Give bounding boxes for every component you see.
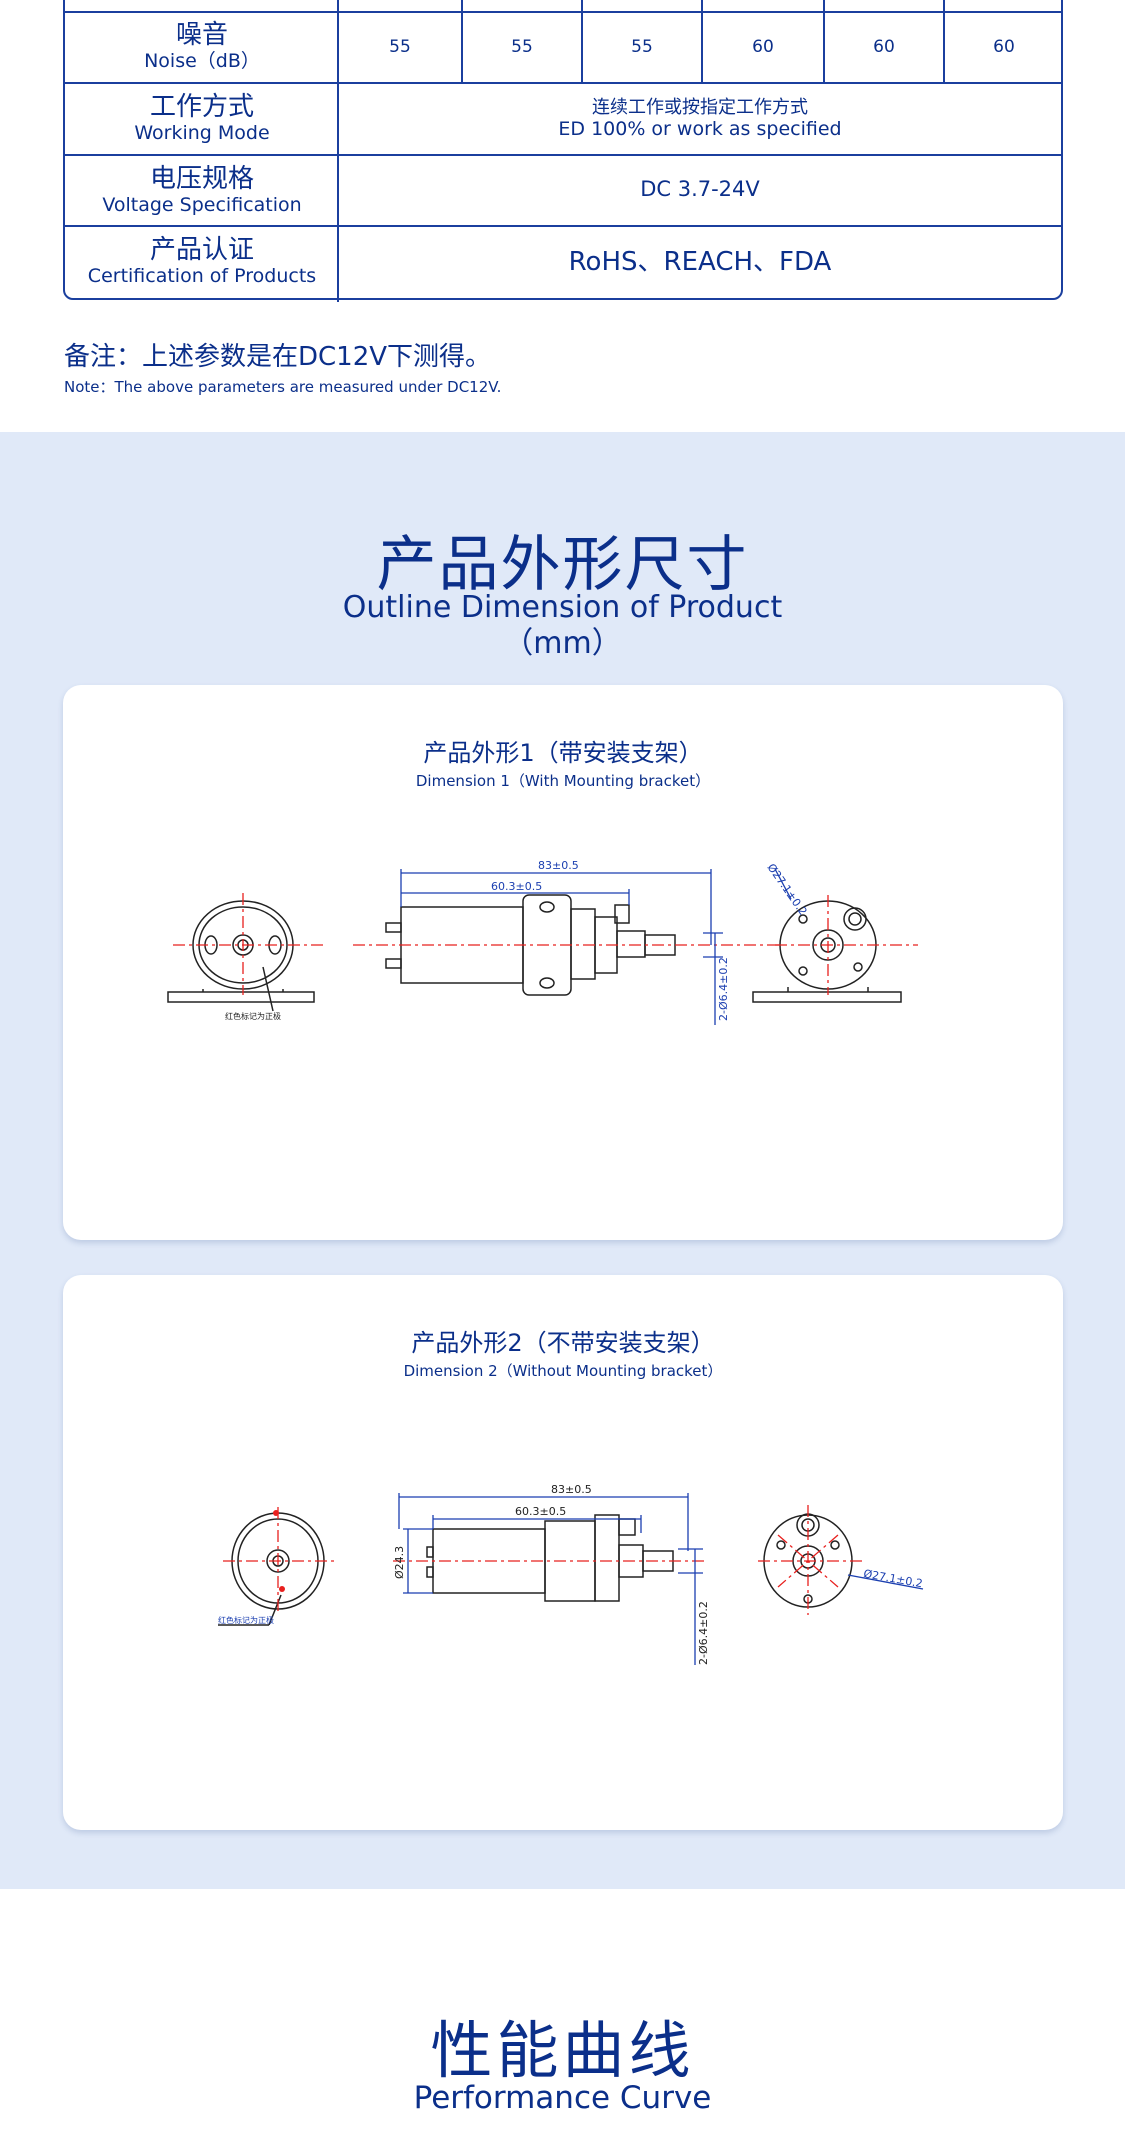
outline-unit: （mm）: [503, 626, 622, 661]
working-mode-label: 工作方式 Working Mode: [65, 92, 339, 144]
dimension-total: 83±0.5: [551, 1483, 592, 1496]
dimension-diameter: Ø27.1±0.2: [765, 861, 810, 918]
front-view: [218, 1512, 325, 1626]
noise-label: 噪音 Noise（dB）: [65, 20, 339, 72]
note-en: Note：The above parameters are measured u…: [64, 378, 502, 396]
outline-section: 产品外形尺寸 Outline Dimension of Product （mm）…: [0, 432, 1125, 1889]
voltage-label-zh: 电压规格: [149, 164, 254, 194]
dimension-drawing-2: 红色标记为正极: [218, 1483, 924, 1665]
dimension-holes: 2-Ø6.4±0.2: [717, 957, 730, 1021]
column-divider: [337, 0, 339, 302]
spec-table: 噪音 Noise（dB） 55 55 55 60 60 60 工作方式 Work…: [63, 0, 1063, 302]
row-divider: [65, 154, 1061, 156]
outline-title-en: Outline Dimension of Product: [342, 590, 783, 625]
column-divider: [581, 0, 583, 82]
noise-value: 55: [511, 37, 533, 57]
noise-label-zh: 噪音: [175, 20, 228, 50]
certification-value: RoHS、REACH、FDA: [568, 247, 832, 277]
front-view: [167, 900, 315, 1012]
certification-label-en: Certification of Products: [87, 265, 317, 287]
noise-value: 60: [993, 37, 1015, 57]
working-mode-label-en: Working Mode: [134, 122, 270, 144]
noise-values-row: 55 55 55 60 60 60: [65, 11, 1061, 83]
working-mode-label-zh: 工作方式: [149, 92, 254, 122]
voltage-value: DC 3.7-24V: [640, 177, 760, 201]
motor-mark-label: 红色标记为正极: [218, 1615, 274, 1625]
dimension-total: 83±0.5: [538, 859, 579, 872]
card-title-zh: 产品外形1（带安装支架）: [423, 739, 703, 767]
card-title-en: Dimension 1（With Mounting bracket）: [415, 772, 711, 790]
noise-label-en: Noise（dB）: [144, 50, 260, 72]
column-divider: [943, 0, 945, 82]
motor-mark-label: 红色标记为正极: [225, 1011, 281, 1021]
voltage-label: 电压规格 Voltage Specification: [65, 164, 339, 216]
certification-label: 产品认证 Certification of Products: [65, 235, 339, 287]
card-title-en: Dimension 2（Without Mounting bracket）: [403, 1362, 723, 1380]
column-divider: [823, 0, 825, 82]
row-divider: [65, 225, 1061, 227]
column-divider: [461, 0, 463, 82]
dimension-card-2: 产品外形2（不带安装支架） Dimension 2（Without Mounti…: [63, 1275, 1063, 1830]
dimension-card-1: 产品外形1（带安装支架） Dimension 1（With Mounting b…: [63, 685, 1063, 1240]
working-mode-value-en: ED 100% or work as specified: [558, 118, 842, 140]
column-divider: [701, 0, 703, 82]
noise-value: 60: [752, 37, 774, 57]
dimension-body: 60.3±0.5: [515, 1505, 566, 1518]
dimension-drawing-1: 红色标记为正极: [167, 859, 918, 1025]
rear-view: [752, 900, 902, 1003]
outline-title-zh: 产品外形尺寸: [376, 530, 749, 600]
working-mode-value-zh: 连续工作或按指定工作方式: [592, 97, 808, 118]
voltage-label-en: Voltage Specification: [102, 194, 302, 216]
certification-label-zh: 产品认证: [149, 235, 254, 265]
performance-title-zh: 性能曲线: [430, 2014, 695, 2087]
working-mode-value: 连续工作或按指定工作方式 ED 100% or work as specifie…: [339, 97, 1061, 141]
card-title-zh: 产品外形2（不带安装支架）: [411, 1329, 715, 1357]
performance-title-en: Performance Curve: [413, 2080, 712, 2116]
dimension-diameter: Ø27.1±0.2: [862, 1567, 923, 1590]
noise-value: 55: [389, 37, 411, 57]
dimension-height: Ø24.3: [393, 1546, 406, 1579]
row-divider: [65, 11, 1061, 13]
note-zh: 备注：上述参数是在DC12V下测得。: [64, 342, 492, 372]
row-divider: [65, 82, 1061, 84]
dimension-holes: 2-Ø6.4±0.2: [697, 1601, 710, 1665]
side-view: [426, 1514, 674, 1602]
dimension-body: 60.3±0.5: [491, 880, 542, 893]
noise-value: 55: [631, 37, 653, 57]
noise-value: 60: [873, 37, 895, 57]
